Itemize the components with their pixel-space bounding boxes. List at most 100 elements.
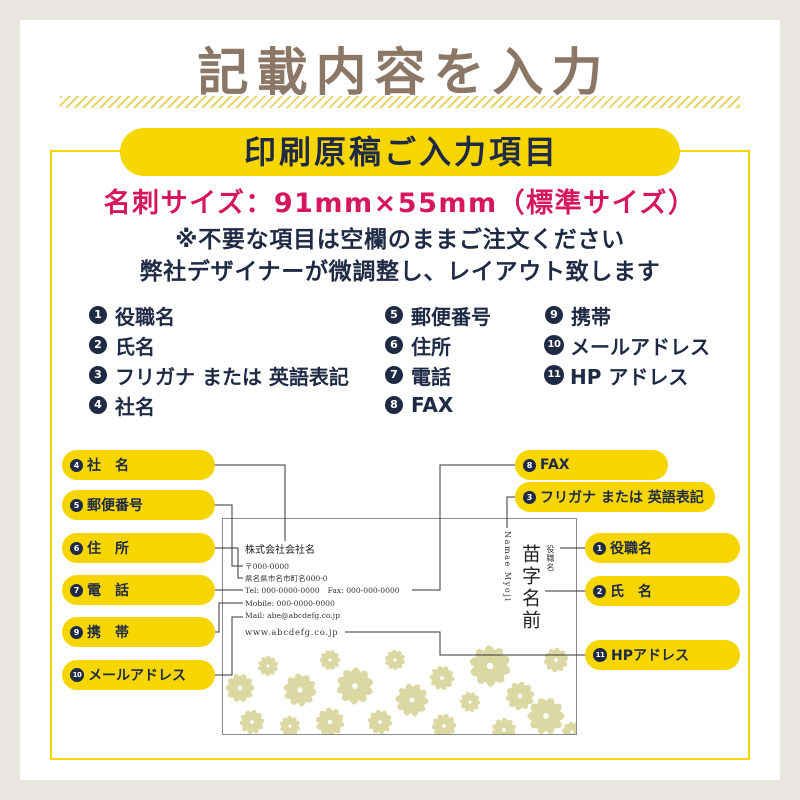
sakura-flower — [361, 704, 398, 734]
item-website: 11 HP アドレス — [544, 360, 688, 390]
sakura-flower — [224, 674, 256, 704]
card-company-name: 株式会社会社名 — [245, 545, 315, 556]
number-11-badge: 11 — [544, 365, 564, 385]
sakura-flower — [379, 645, 410, 676]
number-2-badge: 2 — [89, 336, 107, 354]
number-10-badge: 10 — [544, 335, 564, 355]
item-label: フリガナ または 英語表記 — [115, 364, 349, 389]
sakura-flower — [279, 671, 320, 710]
callout-address: 6 住 所 — [62, 533, 215, 563]
number-7-badge: 7 — [70, 583, 83, 597]
callout-label: 住 所 — [87, 541, 129, 557]
card-size-text: 名刺サイズ：91mm×55mm（標準サイズ） — [103, 188, 697, 219]
item-fax: 8 FAX — [385, 390, 453, 420]
item-label: 社名 — [115, 394, 155, 419]
number-9-badge: 9 — [545, 306, 563, 324]
card-mail: Mail: abe@abcdefg.co.jp — [245, 611, 341, 620]
item-label: メールアドレス — [570, 334, 710, 359]
callout-website: 11 HPアドレス — [585, 640, 740, 670]
number-4-badge: 4 — [89, 396, 107, 414]
item-phone: 7 電話 — [385, 360, 451, 390]
number-8-badge: 8 — [385, 396, 403, 414]
card-tel-fax: Tel: 000-0000-0000 Fax: 000-000-0000 — [245, 586, 400, 596]
callout-label: 携 帯 — [87, 625, 129, 641]
sakura-flower — [234, 705, 270, 734]
callout-name: 2 氏 名 — [585, 576, 740, 606]
title-stripe-band — [60, 96, 740, 108]
number-5-badge: 5 — [385, 306, 403, 324]
item-email: 10 メールアドレス — [544, 330, 710, 360]
number-10-badge: 10 — [70, 668, 84, 682]
callout-label: フリガナ または 英語表記 — [540, 490, 704, 506]
item-label: 電話 — [411, 364, 451, 389]
number-6-badge: 6 — [385, 336, 403, 354]
callout-furigana: 3 フリガナ または 英語表記 — [515, 482, 715, 512]
callout-label: 電 話 — [87, 583, 129, 599]
callout-fax: 8 FAX — [515, 450, 668, 480]
item-label: 役職名 — [115, 304, 175, 329]
callout-phone: 7 電 話 — [62, 575, 215, 605]
card-position: 役職名 — [546, 545, 555, 572]
number-9-badge: 9 — [70, 625, 83, 639]
item-address: 6 住所 — [385, 330, 451, 360]
sakura-flower — [463, 641, 516, 693]
business-card-preview: 株式会社会社名 〒000-0000 県名県市名市町名000-0 Tel: 000… — [222, 518, 577, 735]
sakura-flower — [314, 645, 345, 675]
item-company-name: 4 社名 — [89, 390, 155, 420]
callout-label: メールアドレス — [88, 668, 186, 684]
card-tel: Tel: 000-0000-0000 — [245, 586, 320, 595]
sakura-flower — [312, 705, 348, 734]
sakura-flower — [254, 653, 282, 680]
sakura-flower — [393, 682, 431, 719]
callout-mobile: 9 携 帯 — [62, 617, 215, 647]
page-title: 記載内容を入力 — [197, 44, 611, 103]
callout-label: FAX — [540, 457, 570, 473]
number-2-badge: 2 — [593, 584, 606, 598]
number-4-badge: 4 — [70, 458, 83, 472]
callout-label: 役職名 — [610, 541, 652, 557]
callout-label: 郵便番号 — [87, 498, 143, 514]
sakura-flower — [424, 661, 460, 696]
item-label: HP アドレス — [570, 364, 689, 389]
sakura-flower — [538, 643, 573, 678]
sakura-flower — [276, 713, 304, 734]
callout-postal-code: 5 郵便番号 — [62, 490, 215, 520]
callout-company-name: 4 社 名 — [62, 450, 215, 480]
number-11-badge: 11 — [593, 648, 607, 662]
item-postal-code: 5 郵便番号 — [385, 300, 491, 330]
item-label: FAX — [411, 393, 454, 417]
card-postal-code: 〒000-0000 — [245, 562, 289, 571]
number-1-badge: 1 — [593, 541, 606, 555]
callout-label: 氏 名 — [610, 584, 652, 600]
callout-email: 10 メールアドレス — [62, 660, 215, 690]
item-label: 住所 — [411, 334, 451, 359]
number-3-badge: 3 — [523, 490, 536, 504]
callout-label: 社 名 — [87, 458, 129, 474]
number-5-badge: 5 — [70, 498, 83, 512]
sakura-flower — [454, 687, 485, 718]
item-mobile: 9 携帯 — [545, 300, 611, 330]
card-romaji-name: Namae Myoji — [503, 531, 512, 603]
item-label: 氏名 — [115, 334, 155, 359]
sakura-flower — [331, 663, 379, 710]
number-7-badge: 7 — [385, 366, 403, 384]
number-8-badge: 8 — [523, 458, 536, 472]
item-furigana: 3 フリガナ または 英語表記 — [89, 360, 349, 390]
callout-label: HPアドレス — [611, 648, 689, 664]
item-position: 1 役職名 — [89, 300, 175, 330]
number-6-badge: 6 — [70, 541, 83, 555]
card-address: 県名県市名市町名000-0 — [245, 574, 328, 583]
card-mobile: Mobile: 000-0000-0000 — [245, 599, 335, 608]
sakura-flower — [487, 714, 521, 734]
item-label: 郵便番号 — [411, 304, 491, 329]
number-1-badge: 1 — [89, 306, 107, 324]
sakura-flower — [430, 713, 459, 734]
number-3-badge: 3 — [89, 366, 107, 384]
note-line-1: ※不要な項目は空欄のままご注文ください — [175, 227, 625, 253]
callout-position: 1 役職名 — [585, 533, 740, 563]
section-label-pill: 印刷原稿ご入力項目 — [120, 128, 680, 176]
card-website: www.abcdefg.co.jp — [245, 627, 339, 637]
item-name: 2 氏名 — [89, 330, 155, 360]
card-fax: Fax: 000-000-0000 — [327, 586, 400, 595]
item-label: 携帯 — [571, 304, 611, 329]
